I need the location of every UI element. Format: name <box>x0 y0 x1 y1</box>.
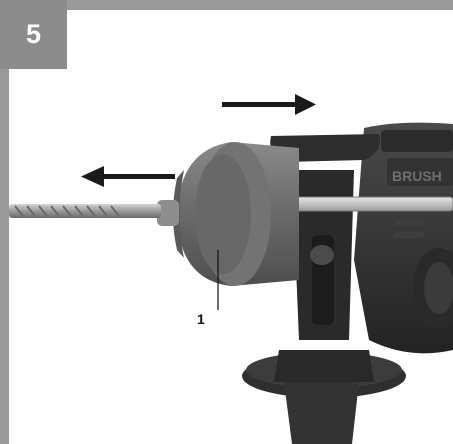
frame-top-bar <box>67 0 453 10</box>
drill-chuck <box>157 142 299 286</box>
brand-text: BRUSH <box>392 168 442 184</box>
arrow-right-icon <box>222 94 316 115</box>
drill-bit <box>9 204 161 218</box>
step-number-badge: 5 <box>0 0 67 69</box>
callout-label: 1 <box>197 311 205 327</box>
drill-illustration: BRUSH <box>9 94 453 444</box>
drill-body: BRUSH <box>354 122 453 354</box>
side-handle <box>242 134 406 444</box>
arrow-left-icon <box>81 166 175 187</box>
